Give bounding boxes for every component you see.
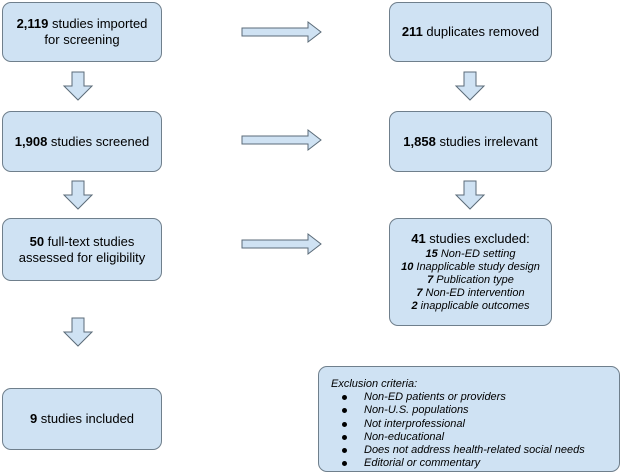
criteria-item: Does not address health-related social n… [331,444,619,457]
excluded-text: studies excluded: [425,231,530,246]
criteria-item: Editorial or commentary [331,457,619,470]
criteria-item: Non-educational [331,431,619,444]
excluded-count: 41 [411,231,426,246]
duplicates-box: 211 duplicates removed [389,2,552,62]
excluded-reason: 7 Publication type [427,274,514,286]
imported-text: studies imported [48,16,148,31]
imported-count: 2,119 [16,16,49,31]
excluded-reason: 7 Non-ED intervention [416,287,525,299]
excluded-reason: 10 Inapplicable study design [401,261,540,273]
irrelevant-text: studies irrelevant [435,133,538,149]
arrow-down-left-2 [62,180,94,210]
exclusion-criteria-box: Exclusion criteria: Non-ED patients or p… [318,366,620,472]
irrelevant-box: 1,858 studies irrelevant [389,111,552,172]
imported-text-2: for screening [44,32,120,47]
duplicates-count: 211 [401,24,423,39]
bullet-icon [342,448,347,454]
included-count: 9 [29,411,38,426]
fulltext-text-2: assessed for eligibility [18,249,146,265]
arrow-right-1 [241,20,322,44]
excluded-box: 41 studies excluded: 15 Non-ED setting 1… [389,218,552,326]
excluded-reason: 15 Non-ED setting [425,248,516,260]
bullet-icon [342,434,347,440]
criteria-item: Non-U.S. populations [331,404,619,417]
included-text: studies included [37,411,135,426]
criteria-item: Not interprofessional [331,418,619,431]
criteria-title: Exclusion criteria: [331,378,418,390]
screened-count: 1,908 [14,133,48,149]
bullet-icon [342,461,347,467]
arrow-down-right-2 [454,180,486,210]
arrow-right-3 [241,232,322,256]
bullet-icon [342,421,347,427]
bullet-icon [342,395,347,401]
arrow-down-right-1 [454,71,486,101]
screened-box: 1,908 studies screened [2,111,162,172]
fulltext-box: 50 full-text studies assessed for eligib… [2,218,162,281]
imported-box: 2,119 studies imported for screening [2,2,162,62]
bullet-icon [342,408,347,414]
arrow-right-2 [241,128,322,152]
included-box: 9 studies included [2,388,162,450]
fulltext-count: 50 [29,233,45,249]
irrelevant-count: 1,858 [403,133,436,149]
excluded-reason: 2 inapplicable outcomes [411,300,530,312]
screened-text: studies screened [47,133,150,149]
criteria-item: Non-ED patients or providers [331,391,619,404]
criteria-list: Non-ED patients or providers Non-U.S. po… [331,391,619,470]
fulltext-text: full-text studies [44,233,135,249]
duplicates-text: duplicates removed [422,24,540,39]
arrow-down-left-3 [62,317,94,347]
arrow-down-left-1 [62,71,94,101]
